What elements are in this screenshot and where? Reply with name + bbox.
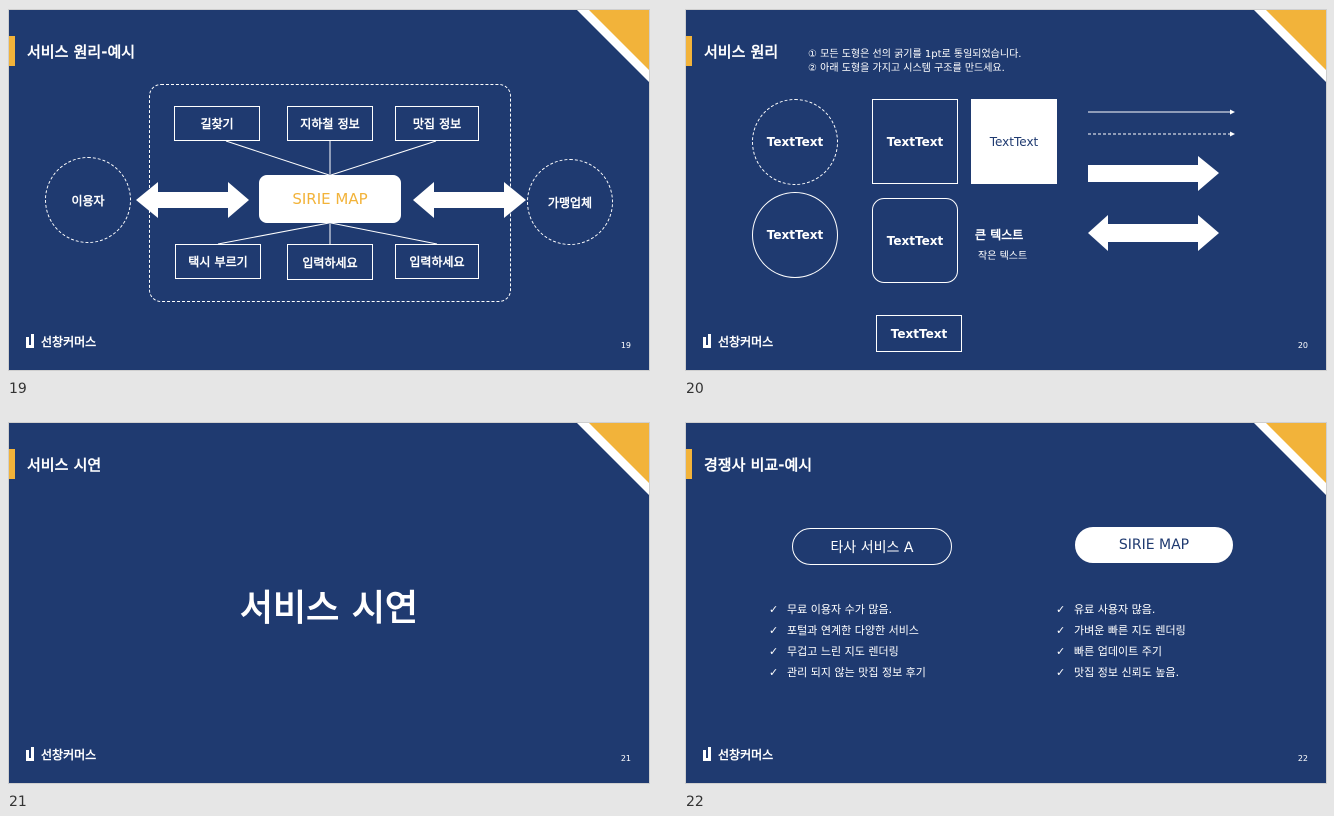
logo-text: 선창커머스 xyxy=(718,747,774,762)
check-icon: ✓ xyxy=(769,624,779,637)
logo-mark-icon xyxy=(26,747,35,761)
list-item: ✓가벼운 빠른 지도 렌더링 xyxy=(1056,620,1186,641)
check-icon: ✓ xyxy=(769,603,779,616)
slide-label-19: 19 xyxy=(9,381,27,397)
main-heading: 서비스 시연 xyxy=(239,588,419,629)
logo-mark-icon xyxy=(703,747,712,761)
competitor-list: ✓무료 이용자 수가 많음. ✓포털과 연계한 다양한 서비스 ✓무겁고 느린 … xyxy=(769,599,926,683)
list-item: ✓포털과 연계한 다양한 서비스 xyxy=(769,620,926,641)
bottom-box-3: 입력하세요 xyxy=(395,244,479,279)
double-arrow-right xyxy=(413,182,526,218)
check-icon: ✓ xyxy=(769,666,779,679)
list-item: ✓유료 사용자 많음. xyxy=(1056,599,1186,620)
double-arrow-left xyxy=(136,182,249,218)
list-item: ✓무겁고 느린 지도 렌더링 xyxy=(769,641,926,662)
check-icon: ✓ xyxy=(769,645,779,658)
check-icon: ✓ xyxy=(1056,624,1066,637)
slide-title: 서비스 원리-예시 xyxy=(27,43,136,61)
corner-decoration xyxy=(1254,10,1326,82)
company-logo: 선창커머스 xyxy=(26,745,96,763)
slide-thumbnail-22[interactable]: 경쟁사 비교-예시 타사 서비스 A SIRIE MAP ✓무료 이용자 수가 … xyxy=(686,423,1326,783)
list-item: ✓빠른 업데이트 주기 xyxy=(1056,641,1186,662)
merchant-circle: 가맹업체 xyxy=(527,159,613,245)
logo-text: 선창커머스 xyxy=(718,334,774,349)
slide-thumbnail-21[interactable]: 서비스 시연 서비스 시연 선창커머스 21 xyxy=(9,423,649,783)
square-shape: TextText xyxy=(872,99,958,184)
company-logo: 선창커머스 xyxy=(703,745,773,763)
check-icon: ✓ xyxy=(1056,645,1066,658)
title-accent-bar xyxy=(9,36,15,66)
right-arrow-shape xyxy=(1088,156,1219,191)
top-box-3: 맛집 정보 xyxy=(395,106,479,141)
big-text: 큰 텍스트 xyxy=(975,228,1024,242)
company-logo: 선창커머스 xyxy=(703,332,773,350)
slide-title: 서비스 시연 xyxy=(27,456,102,474)
corner-decoration xyxy=(577,10,649,82)
title-accent-bar xyxy=(686,36,692,66)
connector-lines xyxy=(136,140,526,245)
list-item: ✓맛집 정보 신뢰도 높음. xyxy=(1056,662,1186,683)
arrow-samples xyxy=(1088,109,1235,251)
bottom-box-1: 택시 부르기 xyxy=(175,244,261,279)
title-accent-bar xyxy=(686,449,692,479)
note-1: ① 모든 도형은 선의 굵기를 1pt로 통일되었습니다. xyxy=(808,49,1022,60)
competitor-pill: 타사 서비스 A xyxy=(792,528,952,565)
note-2: ② 아래 도형을 가지고 시스템 구조를 만드세요. xyxy=(808,63,1005,74)
list-item: ✓관리 되지 않는 맛집 정보 후기 xyxy=(769,662,926,683)
dashed-circle-shape: TextText xyxy=(752,99,838,185)
bottom-box-2: 입력하세요 xyxy=(287,244,373,280)
slide-label-20: 20 xyxy=(686,381,704,397)
slide-label-22: 22 xyxy=(686,794,704,810)
company-logo: 선창커머스 xyxy=(26,332,96,350)
page-number: 22 xyxy=(1297,754,1308,763)
sirie-list: ✓유료 사용자 많음. ✓가벼운 빠른 지도 렌더링 ✓빠른 업데이트 주기 ✓… xyxy=(1056,599,1186,683)
slide-title: 서비스 원리 xyxy=(704,43,779,61)
page-number: 21 xyxy=(620,754,631,763)
double-arrow-shape xyxy=(1088,215,1219,251)
top-box-1: 길찾기 xyxy=(174,106,260,141)
rounded-square-shape: TextText xyxy=(872,198,958,283)
slide-label-21: 21 xyxy=(9,794,27,810)
corner-decoration xyxy=(577,423,649,495)
title-accent-bar xyxy=(9,449,15,479)
center-box: SIRIE MAP xyxy=(259,175,401,223)
sirie-map-pill: SIRIE MAP xyxy=(1075,527,1233,563)
user-circle: 이용자 xyxy=(45,157,131,243)
filled-square-shape: TextText xyxy=(971,99,1057,184)
corner-decoration xyxy=(1254,423,1326,495)
logo-text: 선창커머스 xyxy=(41,747,97,762)
check-icon: ✓ xyxy=(1056,666,1066,679)
logo-mark-icon xyxy=(703,334,712,348)
top-box-2: 지하철 정보 xyxy=(287,106,373,141)
logo-text: 선창커머스 xyxy=(41,334,97,349)
list-item: ✓무료 이용자 수가 많음. xyxy=(769,599,926,620)
solid-circle-shape: TextText xyxy=(752,192,838,278)
check-icon: ✓ xyxy=(1056,603,1066,616)
rectangle-shape: TextText xyxy=(876,315,962,352)
page-number: 19 xyxy=(620,341,631,350)
slide-title: 경쟁사 비교-예시 xyxy=(704,456,813,474)
logo-mark-icon xyxy=(26,334,35,348)
slide-thumbnail-20[interactable]: 서비스 원리 ① 모든 도형은 선의 굵기를 1pt로 통일되었습니다. ② 아… xyxy=(686,10,1326,370)
small-text: 작은 텍스트 xyxy=(978,251,1028,262)
slide-thumbnail-19[interactable]: 서비스 원리-예시 길찾기 지하철 정보 맛집 정보 SIRIE MAP 택시 … xyxy=(9,10,649,370)
page-number: 20 xyxy=(1297,341,1308,350)
